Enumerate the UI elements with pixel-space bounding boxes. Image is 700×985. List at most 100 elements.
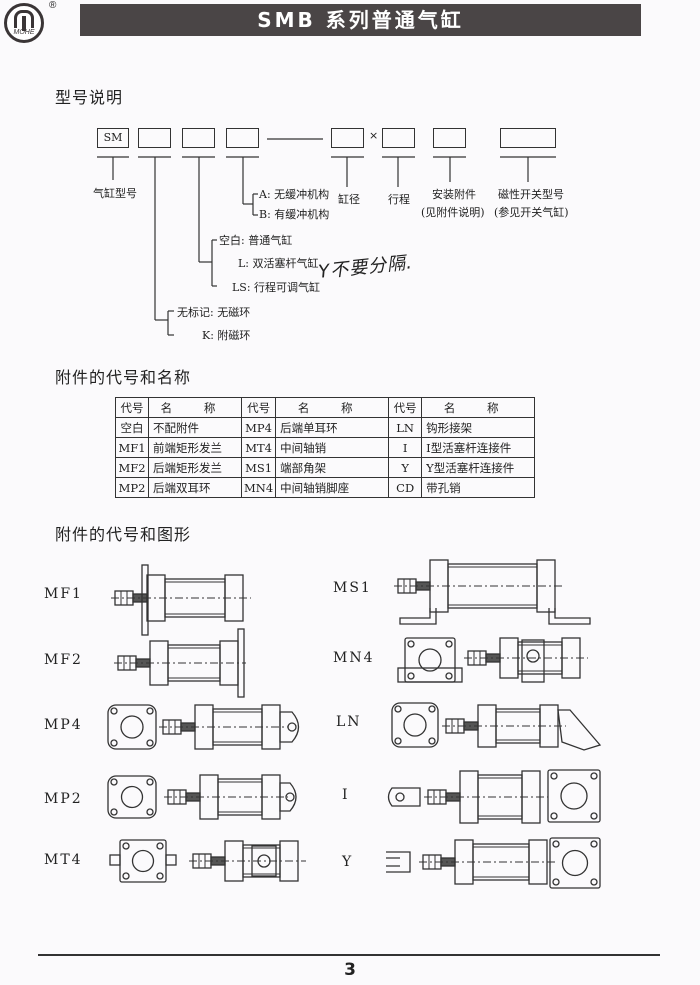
accessory-code: CD — [388, 477, 423, 498]
bolt-hole-icon — [110, 808, 118, 816]
bolt-hole-icon — [110, 778, 118, 786]
code-box-type — [182, 128, 215, 148]
logo-mark — [14, 10, 34, 31]
barrel-icon — [212, 708, 263, 746]
accessory-code: MT4 — [240, 437, 277, 458]
trunnion-circle-icon — [526, 649, 540, 663]
end-plate-icon — [119, 839, 167, 883]
bore-circle-icon — [403, 713, 427, 737]
bolt-hole-icon — [428, 705, 436, 713]
accessory-name: 带孔销 — [421, 477, 536, 498]
end-plate-icon — [404, 637, 456, 683]
cushion-option-b: B: 有缓冲机构 — [259, 208, 330, 221]
bolt-hole-icon — [590, 812, 598, 820]
accessory-code: MP2 — [115, 477, 149, 498]
magnet-option-k: K: 附磁环 — [202, 329, 251, 342]
code-box-switch — [500, 128, 556, 148]
center-trunnion-foot-icon — [521, 639, 545, 683]
type-option-l: L: 双活塞杆气缸 — [238, 257, 319, 270]
foot-bracket-icon — [399, 608, 437, 625]
bore-circle-icon — [561, 849, 589, 877]
bore-circle-icon — [418, 648, 442, 672]
foot-bracket-icon — [548, 608, 591, 625]
single-clevis-icon — [279, 711, 300, 743]
logo-text: MOHE — [13, 29, 35, 36]
bolt-hole-icon — [156, 842, 164, 850]
pin-hole-icon — [287, 722, 297, 732]
figure-label-mn4: MN4 — [333, 650, 375, 666]
code-box-magnet — [138, 128, 171, 148]
label-cylinder-model: 气缸型号 — [93, 187, 137, 200]
cushion-option-a: A: 无缓冲机构 — [259, 188, 330, 201]
figure-label-y: Y — [342, 854, 354, 870]
label-mount: 安装附件 — [432, 188, 476, 201]
type-option-ls: LS: 行程可调气缸 — [232, 281, 321, 294]
bore-circle-icon — [120, 715, 144, 739]
double-clevis-icon — [279, 782, 297, 812]
front-flange-icon — [141, 564, 149, 636]
bolt-hole-icon — [122, 872, 130, 880]
figure-label-mf1: MF1 — [44, 586, 83, 602]
accessory-code: MP4 — [240, 417, 277, 438]
accessory-name: 中间轴销脚座 — [275, 477, 390, 498]
mohe-logo: MOHE — [4, 3, 44, 43]
bolt-hole-icon — [146, 707, 154, 715]
section-title-accessory-figures: 附件的代号和图形 — [55, 525, 192, 544]
rear-flange-icon — [237, 628, 245, 698]
figure-label-mf2: MF2 — [44, 652, 83, 668]
accessory-name: 后端双耳环 — [148, 477, 242, 498]
bolt-hole-icon — [110, 707, 118, 715]
code-box-bore — [331, 128, 364, 148]
code-box-mount — [433, 128, 466, 148]
bolt-hole-icon — [550, 812, 558, 820]
accessory-name: 不配附件 — [148, 417, 242, 438]
bolt-hole-icon — [146, 739, 154, 747]
bolt-hole-icon — [394, 705, 402, 713]
bolt-hole-icon — [445, 640, 453, 648]
code-box-cushion — [226, 128, 259, 148]
end-plate-icon — [549, 837, 601, 889]
figure-label-i: I — [342, 787, 350, 803]
label-switch-note: (参见开关气缸) — [494, 206, 569, 219]
times-sign: × — [369, 129, 379, 142]
trunnion-circle-icon — [257, 854, 271, 868]
bore-circle-icon — [120, 785, 144, 809]
trunnion-pin-icon — [165, 854, 177, 866]
figure-label-mt4: MT4 — [44, 852, 83, 868]
accessory-code: MN4 — [240, 477, 277, 498]
bolt-hole-icon — [550, 772, 558, 780]
end-plate-icon — [107, 704, 157, 750]
label-mount-note: (见附件说明) — [421, 206, 485, 219]
accessory-name: 端部角架 — [275, 457, 390, 478]
bolt-hole-icon — [590, 840, 598, 848]
magnet-option-none: 无标记: 无磁环 — [177, 306, 251, 319]
accessory-code: MS1 — [240, 457, 277, 478]
page-number: 3 — [344, 960, 356, 980]
code-box-stroke — [382, 128, 415, 148]
hook-bracket-icon — [557, 709, 602, 751]
accessory-name: 钩形接架 — [421, 417, 536, 438]
figure-label-mp2: MP2 — [44, 791, 83, 807]
end-plate-icon — [107, 775, 157, 819]
i-rod-connector-icon — [387, 787, 421, 807]
bolt-hole-icon — [445, 672, 453, 680]
page-title: SMB 系列普通气缸 — [80, 4, 641, 36]
figure-label-ms1: MS1 — [333, 580, 372, 596]
section-title-accessory-names: 附件的代号和名称 — [55, 368, 192, 387]
bore-circle-icon — [131, 849, 155, 873]
footer-divider — [38, 954, 660, 956]
type-option-blank: 空白: 普通气缸 — [219, 234, 293, 247]
y-rod-connector-icon — [386, 851, 411, 873]
registered-mark: ® — [49, 0, 57, 11]
bolt-hole-icon — [146, 778, 154, 786]
bolt-hole-icon — [407, 672, 415, 680]
bolt-hole-icon — [110, 739, 118, 747]
trunnion-pin-icon — [109, 854, 121, 866]
foot-base-icon — [397, 667, 463, 683]
figure-label-ln: LN — [336, 714, 362, 730]
figure-label-mp4: MP4 — [44, 717, 83, 733]
